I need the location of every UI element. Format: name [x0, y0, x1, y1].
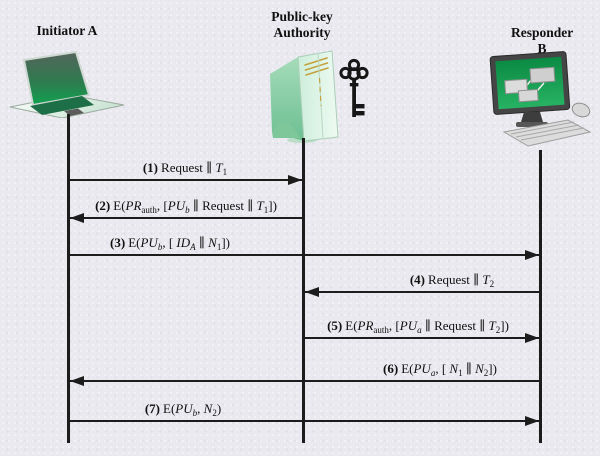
arrowhead-icon — [287, 175, 302, 185]
lifeline-initiator — [66, 114, 70, 443]
lifeline-responder — [538, 150, 542, 443]
message-label-6: (6)E(PUa, [ N1 ∥ N2]) — [383, 361, 497, 378]
message-arrow-6 — [68, 380, 540, 382]
message-arrow-1 — [68, 179, 303, 181]
message-label-7: (7)E(PUb, N2) — [144, 401, 222, 418]
message-arrow-3 — [68, 254, 540, 256]
message-label-4: (4)Request ∥ T2 — [409, 272, 495, 289]
message-label-3: (3)E(PUb, [ IDA ∥ N1]) — [110, 235, 230, 252]
actor-label-responder-b: Responder B — [510, 25, 574, 56]
message-arrow-7 — [68, 420, 540, 422]
message-arrow-4 — [303, 291, 540, 293]
arrowhead-icon — [524, 250, 539, 260]
server-icon — [270, 50, 339, 143]
actor-label-initiator-a: Initiator A — [36, 23, 98, 38]
laptop-icon — [9, 50, 125, 118]
message-arrow-5 — [303, 337, 540, 339]
message-label-2: (2)E(PRauth, [PUb ∥ Request ∥ T1]) — [95, 198, 277, 215]
desktop-icon — [489, 51, 592, 147]
arrowhead-icon — [524, 416, 539, 426]
key-icon — [339, 58, 369, 117]
actor-label-public-key-authority: Public-key Authority — [271, 9, 333, 40]
lifeline-authority — [301, 138, 305, 443]
message-arrow-2 — [68, 217, 303, 219]
arrowhead-icon — [524, 333, 539, 343]
message-label-5: (5)E(PRauth, [PUa ∥ Request ∥ T2]) — [327, 318, 509, 335]
arrowhead-icon — [69, 213, 84, 223]
arrowhead-icon — [304, 287, 319, 297]
arrowhead-icon — [69, 376, 84, 386]
message-label-1: (1)Request ∥ T1 — [142, 160, 228, 177]
